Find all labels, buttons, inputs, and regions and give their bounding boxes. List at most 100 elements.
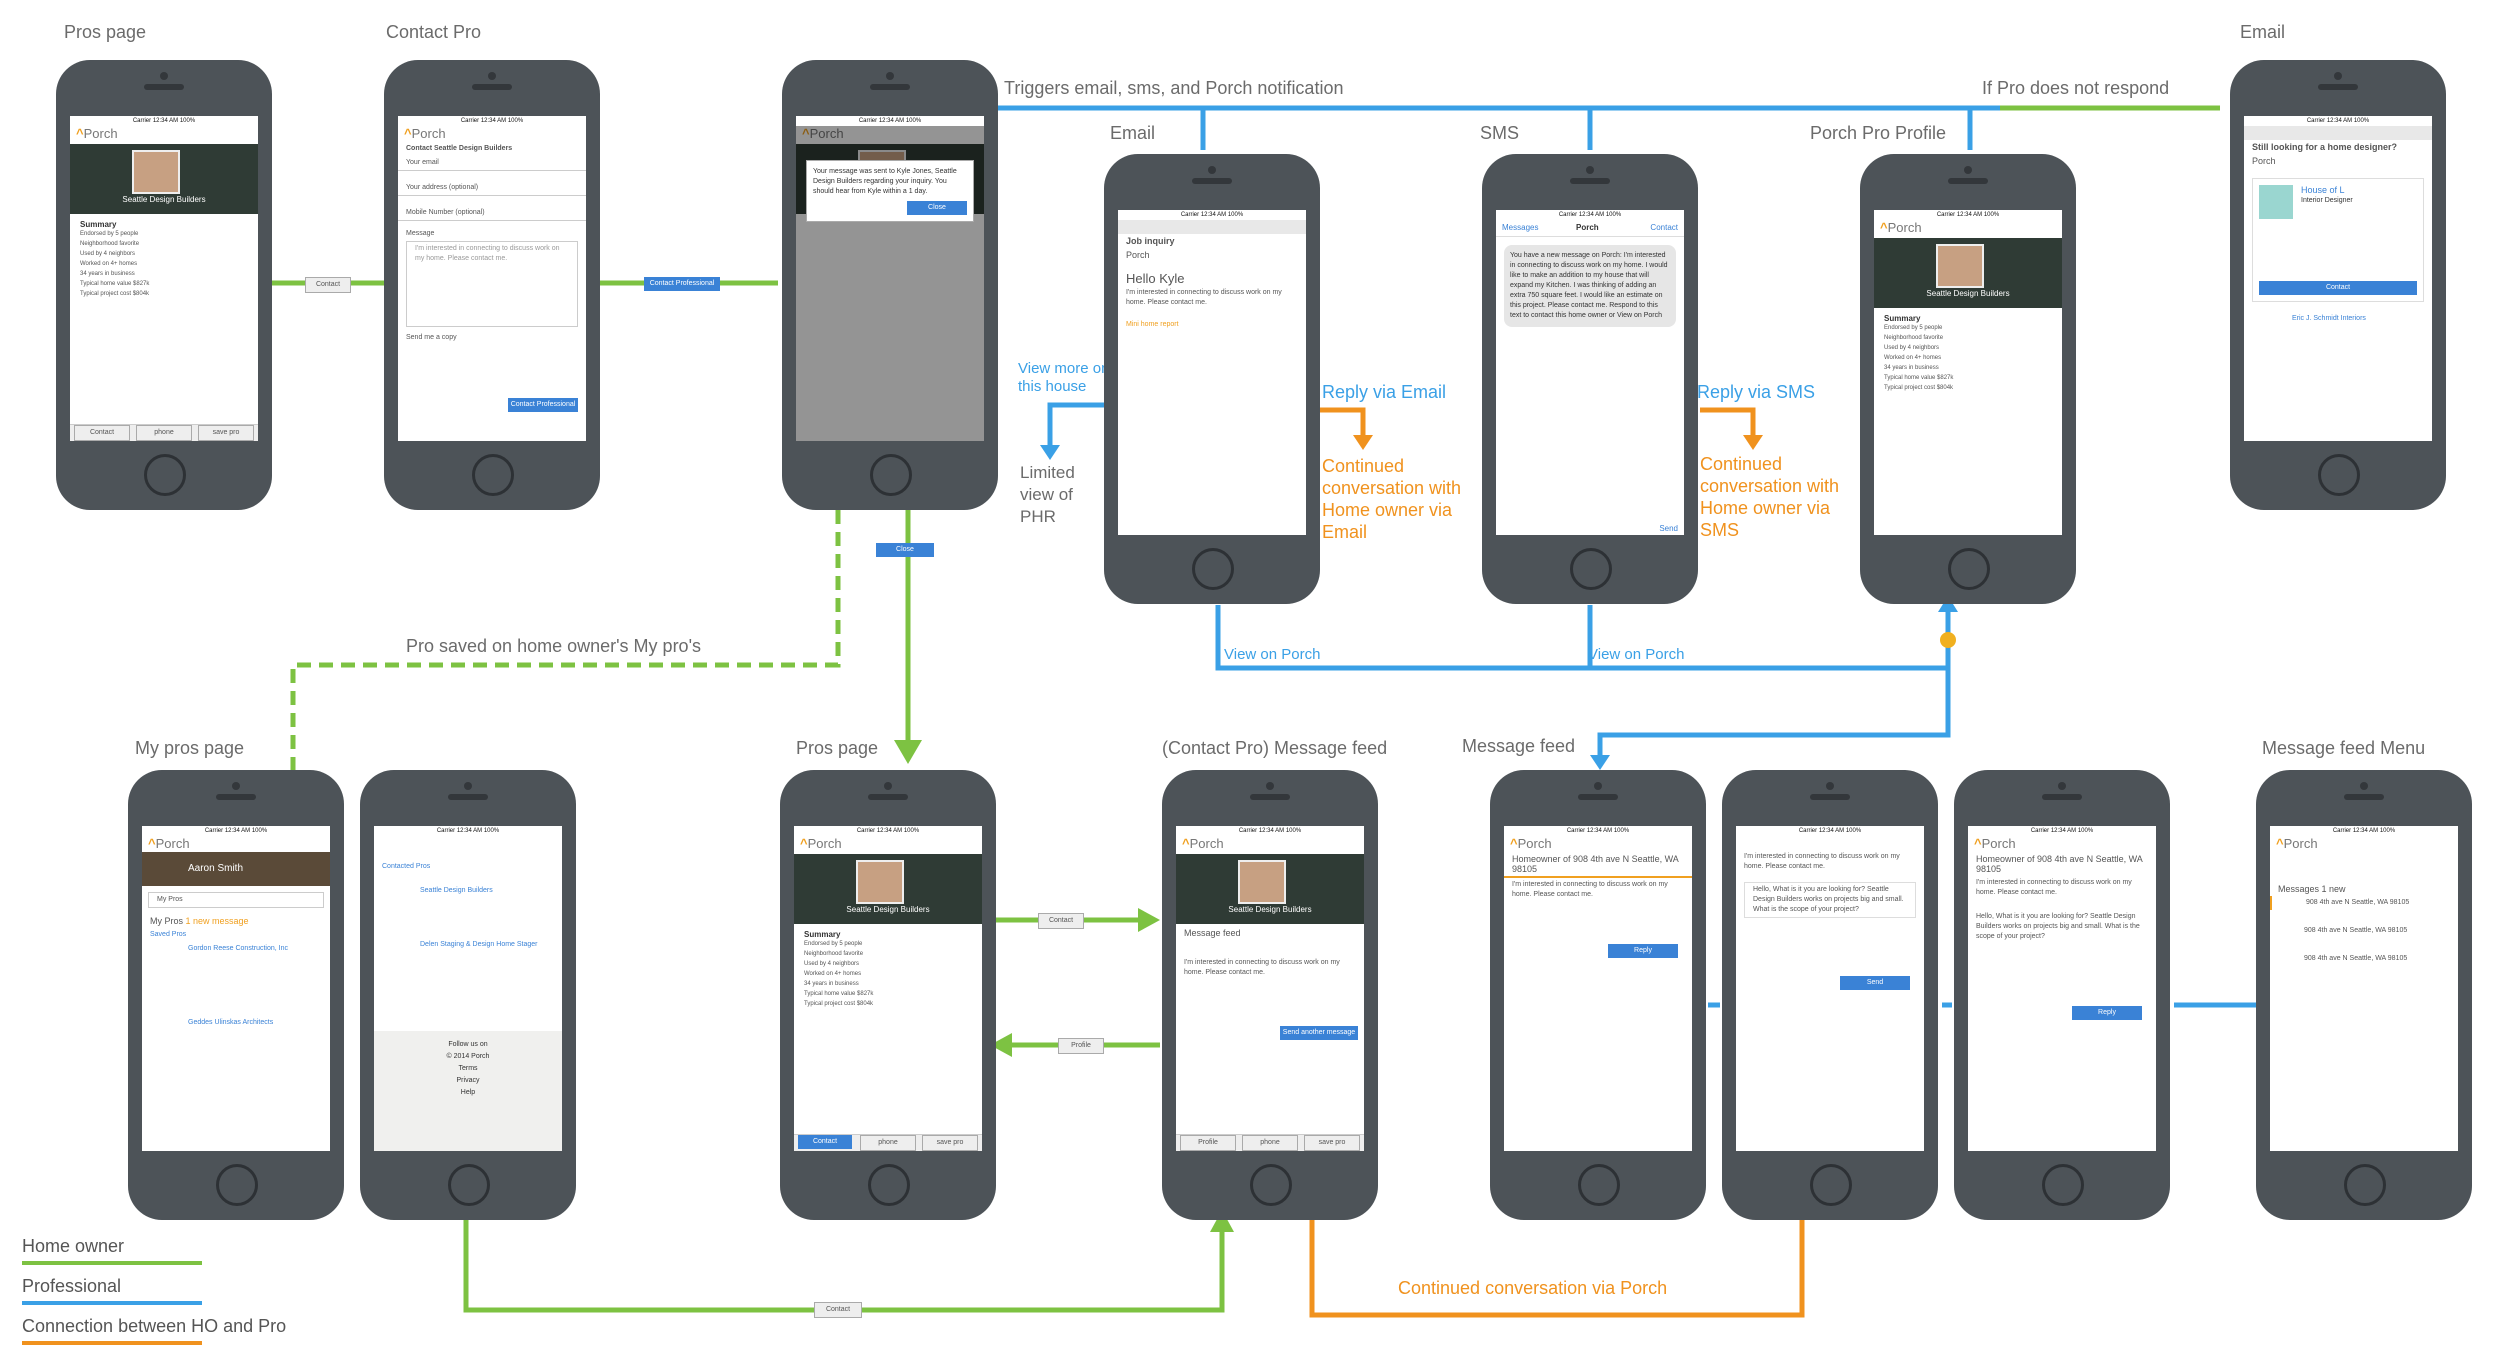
footer-link[interactable]: Privacy — [456, 1077, 480, 1084]
phone-sms: Carrier 12:34 AM 100% Messages Porch Con… — [1482, 154, 1698, 604]
message-list-item[interactable]: 908 4th ave N Seattle, WA 98105 — [2304, 927, 2408, 934]
flow-label-continued-email: Continued conversation with Home owner v… — [1322, 456, 1462, 542]
flow-label-limited-view: Limited view of PHR — [1020, 463, 1075, 526]
new-message-link[interactable]: 1 new message — [185, 916, 249, 926]
legend-professional: Professional — [22, 1276, 202, 1305]
save-pro-button[interactable]: save pro — [1304, 1135, 1360, 1151]
porch-logo: ^Porch — [148, 836, 190, 851]
porch-logo: ^Porch — [802, 126, 844, 141]
saved-pro-name[interactable]: Geddes Ulinskas Architects — [188, 1019, 274, 1026]
screen-label: Pros page — [796, 738, 879, 758]
close-button[interactable]: Close — [907, 201, 967, 215]
address-field[interactable]: Your address (optional) — [398, 181, 586, 196]
contacted-pros-tab[interactable]: Contacted Pros — [382, 863, 431, 870]
screen: Carrier 12:34 AM 100% ^Porch Homeowner o… — [1968, 826, 2156, 1151]
speaker — [2042, 794, 2082, 800]
status-bar: Carrier 12:34 AM 100% — [1558, 212, 1622, 218]
pro-name: Seattle Design Builders — [122, 195, 206, 204]
porch-logo: ^Porch — [1974, 836, 2016, 851]
reply-field[interactable]: Hello, What is it you are looking for? S… — [1744, 882, 1916, 918]
status-bar: Carrier 12:34 AM 100% — [1566, 828, 1630, 834]
send-button[interactable]: Send — [1840, 976, 1910, 990]
mobile-field[interactable]: Mobile Number (optional) — [398, 206, 586, 221]
reply-button[interactable]: Reply — [2072, 1006, 2142, 1020]
phone-button[interactable]: phone — [1242, 1135, 1298, 1151]
reply-button[interactable]: Reply — [1608, 944, 1678, 958]
screen: Carrier 12:34 AM 100% Contacted Pros Sea… — [374, 826, 562, 1151]
pro-photo — [1238, 860, 1286, 904]
pro-hero: Seattle Design Builders — [1176, 854, 1364, 924]
save-pro-button[interactable]: save pro — [922, 1135, 978, 1151]
chip-profile: Profile — [1058, 1038, 1104, 1054]
screen: Carrier 12:34 AM 100% I'm interested in … — [1736, 826, 1924, 1151]
speaker — [1570, 178, 1610, 184]
camera — [1826, 782, 1834, 790]
phone-contact-pro: Carrier 12:34 AM 100% ^Porch Contact Sea… — [384, 60, 600, 510]
saved-pros-tab[interactable]: Saved Pros — [150, 931, 187, 938]
home-button — [216, 1164, 258, 1206]
action-bar: Contact phone save pro — [70, 424, 258, 441]
camera — [2058, 782, 2066, 790]
message-list-item[interactable]: 908 4th ave N Seattle, WA 98105 — [2304, 955, 2408, 962]
contact-professional-button[interactable]: Contact Professional — [508, 398, 578, 412]
home-button — [2042, 1164, 2084, 1206]
screen: Carrier 12:34 AM 100% Still looking for … — [2244, 116, 2432, 441]
email-field[interactable]: Your email — [398, 156, 586, 171]
screen: Carrier 12:34 AM 100% ^Porch Contact Sea… — [398, 116, 586, 441]
flow-label-pro-saved: Pro saved on home owner's My pro's — [406, 636, 702, 656]
footer-link[interactable]: Help — [460, 1089, 476, 1096]
arrow-left-pros — [990, 1033, 1012, 1057]
status-bar: Carrier 12:34 AM 100% — [1180, 212, 1244, 218]
message-list-item[interactable]: 908 4th ave N Seattle, WA 98105 — [2270, 896, 2458, 910]
screen-label: SMS — [1480, 123, 1520, 143]
sms-sender: Porch — [1576, 223, 1599, 232]
contacted-pro-name[interactable]: Delen Staging & Design Home Stager — [420, 941, 538, 948]
contact-button[interactable]: Contact — [2259, 281, 2417, 295]
saved-pro-name[interactable]: Gordon Reese Construction, Inc — [188, 945, 288, 952]
my-pros-select[interactable]: My Pros — [148, 892, 324, 908]
pro-name[interactable]: House of L — [2301, 185, 2345, 195]
screen: Carrier 12:34 AM 100% ^Porch Messages 1 … — [2270, 826, 2458, 1151]
arrow-reply-sms — [1743, 435, 1763, 450]
phone-pro-profile: Carrier 12:34 AM 100% ^Porch Seattle Des… — [1860, 154, 2076, 604]
pro-name: Seattle Design Builders — [1926, 289, 2010, 298]
footer-link[interactable]: Terms — [458, 1065, 478, 1072]
flow-label-view-on-porch: View on Porch — [1224, 646, 1321, 663]
send-another-button[interactable]: Send another message — [1280, 1026, 1358, 1040]
screen: Carrier 12:34 AM 100% Messages Porch Con… — [1496, 210, 1684, 535]
home-button — [2344, 1164, 2386, 1206]
save-pro-button[interactable]: save pro — [198, 425, 254, 441]
flow-label-view-more: View more on this house — [1018, 360, 1110, 395]
mail-toolbar — [2244, 126, 2432, 140]
back-messages[interactable]: Messages — [1502, 223, 1539, 232]
phone-button[interactable]: phone — [136, 425, 192, 441]
flow-label-reply-sms: Reply via SMS — [1697, 382, 1816, 402]
pro-hero: Seattle Design Builders — [70, 144, 258, 214]
camera — [232, 782, 240, 790]
send-copy-checkbox[interactable]: Send me a copy — [406, 334, 457, 341]
message-field[interactable]: I'm interested in connecting to discuss … — [406, 241, 578, 327]
contact-button[interactable]: Contact — [74, 425, 130, 441]
sms-contact[interactable]: Contact — [1650, 223, 1678, 232]
home-button — [448, 1164, 490, 1206]
status-bar: Carrier 12:34 AM 100% — [856, 828, 920, 834]
screen-label: Message feed — [1462, 736, 1576, 756]
phone-button[interactable]: phone — [860, 1135, 916, 1151]
mini-home-report[interactable]: Mini home report — [1126, 321, 1179, 328]
profile-button[interactable]: Profile — [1180, 1135, 1236, 1151]
status-bar: Carrier 12:34 AM 100% — [460, 118, 524, 124]
contact-button[interactable]: Contact — [798, 1135, 852, 1149]
sms-send[interactable]: Send — [1659, 524, 1678, 533]
legend-swatch — [22, 1301, 202, 1305]
pro-name[interactable]: Eric J. Schmidt Interiors — [2292, 315, 2366, 322]
status-bar: Carrier 12:34 AM 100% — [132, 118, 196, 124]
phone-pros-page: Carrier 12:34 AM 100% ^Porch Seattle Des… — [56, 60, 272, 510]
flow-label-triggers: Triggers email, sms, and Porch notificat… — [1004, 78, 1344, 98]
phone-pros-page-bottom: Carrier 12:34 AM 100% ^Porch Seattle Des… — [780, 770, 996, 1220]
camera — [488, 72, 496, 80]
screen: Carrier 12:34 AM 100% ^Porch Your messag… — [796, 116, 984, 441]
contacted-pro-name[interactable]: Seattle Design Builders — [420, 887, 493, 894]
phone-email-reminder: Carrier 12:34 AM 100% Still looking for … — [2230, 60, 2446, 510]
